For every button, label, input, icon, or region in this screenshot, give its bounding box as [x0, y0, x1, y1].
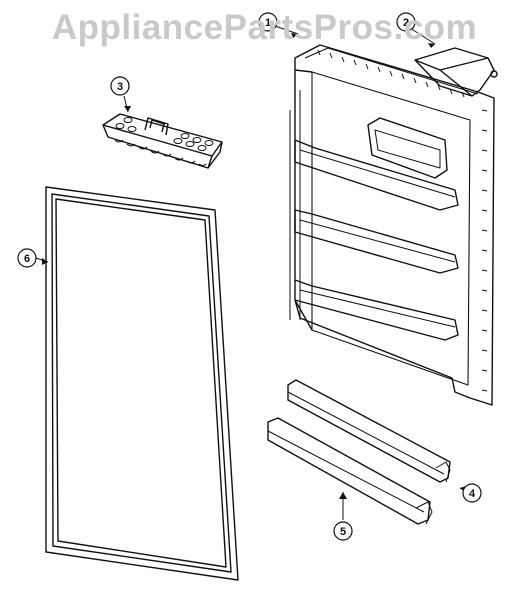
callout-number-4: 4	[469, 488, 476, 500]
leader-line-1	[274, 25, 299, 35]
callout-3: 3	[110, 76, 130, 96]
dairy-door	[414, 47, 498, 97]
upper-shelf-bar	[287, 379, 451, 483]
leader-line-2	[409, 27, 436, 45]
lower-shelf-bar	[267, 417, 433, 525]
callout-number-6: 6	[24, 253, 30, 265]
egg-tray	[102, 113, 223, 169]
callout-1: 1	[258, 12, 278, 32]
door-gasket	[45, 186, 239, 581]
callout-number-1: 1	[265, 17, 271, 29]
door-liner	[289, 44, 495, 406]
callout-number-5: 5	[340, 526, 346, 538]
callout-5: 5	[333, 521, 353, 541]
callout-2: 2	[396, 12, 416, 32]
callout-6: 6	[17, 248, 37, 268]
callout-number-2: 2	[403, 17, 409, 29]
callout-number-3: 3	[117, 81, 123, 93]
callout-4: 4	[462, 483, 482, 503]
